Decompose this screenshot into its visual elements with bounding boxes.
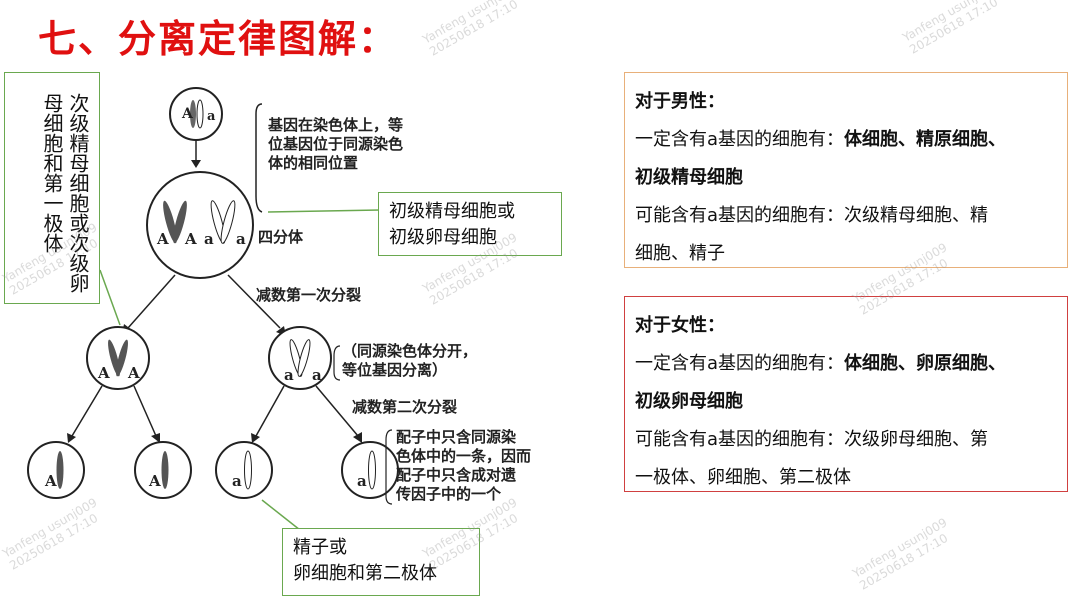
female-panel: 对于女性： 一定含有a基因的细胞有：体细胞、卵原细胞、 初级卵母细胞 可能含有a… — [624, 296, 1068, 492]
primary-cell-callout: 初级精母细胞或 初级卵母细胞 — [378, 192, 562, 256]
allele-label-A-top: A — [182, 106, 193, 122]
page-title: 七、分离定律图解： — [38, 17, 399, 61]
female-line3: 可能含有a基因的细胞有：次级卵母细胞、第 — [635, 429, 989, 450]
tetrad-a1: a — [204, 230, 214, 248]
male-line1: 一定含有a基因的细胞有：体细胞、精原细胞、 — [635, 129, 1007, 150]
tetrad-label: 四分体 — [258, 228, 304, 246]
gamete-callout: 精子或 卵细胞和第二极体 — [282, 528, 480, 596]
gamete-a1: a — [232, 472, 242, 490]
left-note-box: 次级精母细胞或次级卵母细胞和第一极体 — [4, 72, 100, 304]
separate-note: （同源染色体分开， 等位基因分离） — [342, 342, 478, 379]
female-line2: 初级卵母细胞 — [635, 391, 743, 412]
male-line2: 初级精母细胞 — [635, 167, 743, 188]
left-box-pointer — [99, 269, 121, 326]
secondary-cell-A — [86, 326, 150, 390]
tetrad-a2: a — [236, 230, 246, 248]
tetrad-A1: A — [157, 230, 169, 248]
gamete-A1: A — [45, 472, 57, 490]
male-line4: 细胞、精子 — [635, 243, 725, 264]
sec-A1: A — [98, 364, 110, 382]
meiosis1-label: 减数第一次分裂 — [256, 286, 362, 304]
tetrad-cell — [146, 171, 254, 279]
sec-a1: a — [284, 366, 294, 384]
gamete-note: 配子中只含同源染 色体中的一条，因而 配子中只含成对遗 传因子中的一个 — [396, 428, 532, 503]
sec-a2: a — [312, 366, 322, 384]
female-heading: 对于女性： — [635, 315, 725, 336]
sec-A2: A — [128, 364, 140, 382]
allele-label-a-top: a — [207, 109, 216, 124]
female-line1: 一定含有a基因的细胞有：体细胞、卵原细胞、 — [635, 353, 1007, 374]
left-note-text: 次级精母细胞或次级卵母细胞和第一极体 — [40, 93, 90, 293]
tetrad-dark — [163, 200, 187, 244]
gamete-A2: A — [149, 472, 161, 490]
male-heading: 对于男性： — [635, 91, 725, 112]
gamete-cell-1 — [27, 441, 85, 499]
tetrad-A2: A — [185, 230, 197, 248]
male-line3: 可能含有a基因的细胞有：次级精母细胞、精 — [635, 205, 989, 226]
tetrad-light — [210, 200, 236, 244]
male-panel: 对于男性： 一定含有a基因的细胞有：体细胞、精原细胞、 初级精母细胞 可能含有a… — [624, 72, 1068, 268]
gamete-a2: a — [357, 472, 367, 490]
female-line4: 一极体、卵细胞、第二极体 — [635, 467, 851, 488]
meiosis2-label: 减数第二次分裂 — [352, 398, 458, 416]
top-chromosome-pair — [190, 99, 204, 129]
note-top: 基因在染色体上，等 位基因位于同源染色 体的相同位置 — [268, 116, 404, 172]
